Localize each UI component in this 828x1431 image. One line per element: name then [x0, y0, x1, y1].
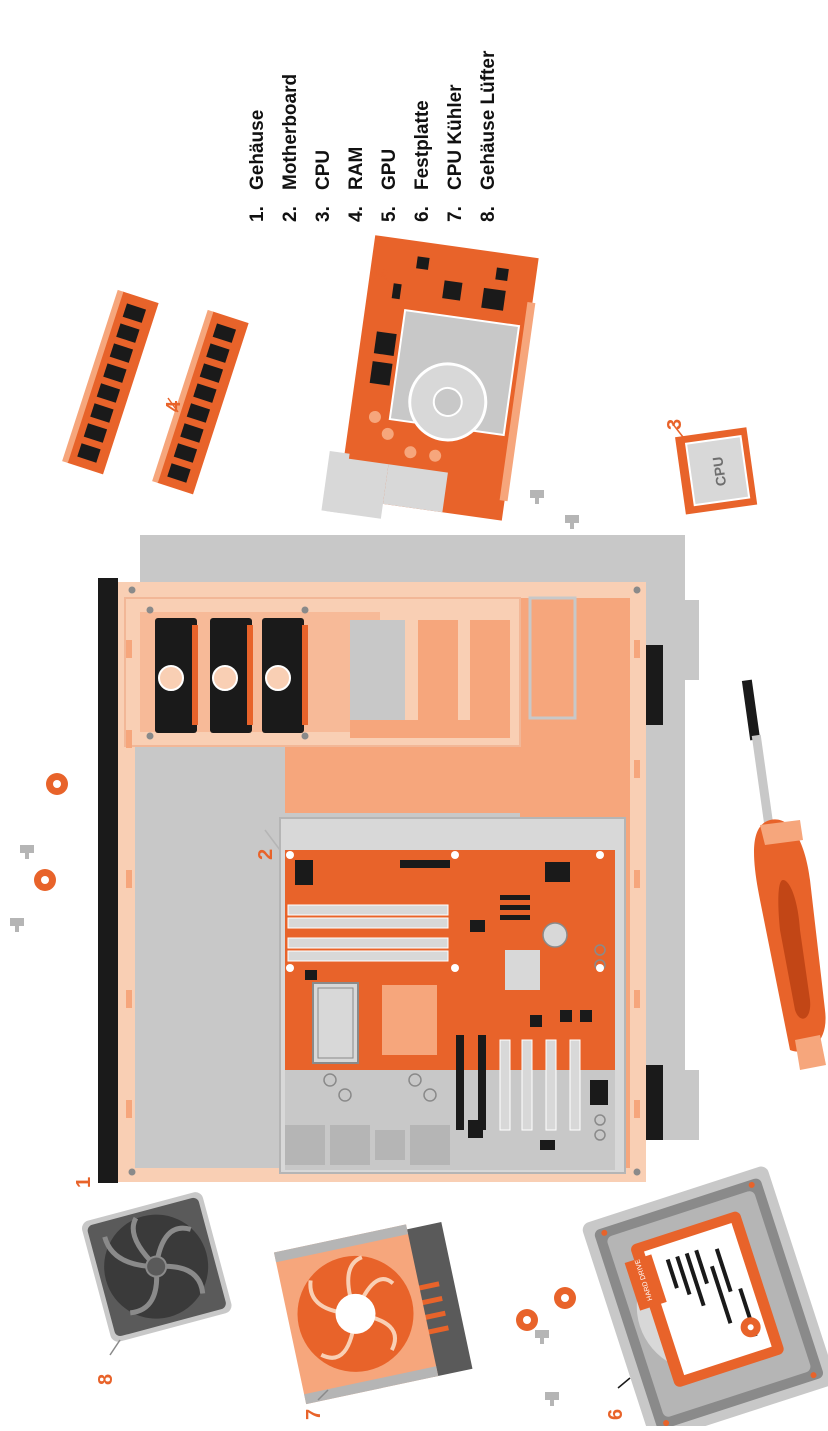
- case-top-bar: [98, 578, 118, 1183]
- legend-item-3: 3.CPU: [313, 150, 335, 222]
- legend-item-8: 8.Gehäuse Lüfter: [478, 51, 500, 222]
- legend-number: 1.: [247, 190, 269, 222]
- legend-number: 5.: [379, 190, 401, 222]
- callout-ram: 4: [163, 401, 186, 412]
- legend-item-7: 7.CPU Kühler: [445, 84, 467, 222]
- legend-number: 8.: [478, 190, 500, 222]
- legend-number: 4.: [346, 190, 368, 222]
- case-fan: [80, 1190, 233, 1343]
- legend-item-2: 2.Motherboard: [280, 74, 302, 222]
- legend-item-4: 4.RAM: [346, 147, 368, 222]
- ram-sticks: [62, 290, 249, 494]
- gpu: [321, 233, 541, 536]
- legend-label: Gehäuse Lüfter: [478, 51, 499, 190]
- legend-item-5: 5.GPU: [379, 149, 401, 222]
- callout-cooler: 7: [303, 1409, 326, 1420]
- callout-case: 1: [73, 1177, 96, 1188]
- motherboard: [265, 818, 625, 1173]
- callout-motherboard: 2: [255, 849, 278, 860]
- callout-fan: 8: [95, 1374, 118, 1385]
- legend-label: Gehäuse: [247, 110, 268, 190]
- callout-cpu: 3: [664, 419, 687, 430]
- legend-label: Festplatte: [412, 100, 433, 190]
- case-foot: [645, 645, 663, 725]
- cpu-cooler: [274, 1217, 473, 1404]
- legend-label: CPU: [313, 150, 334, 190]
- legend-number: 6.: [412, 190, 434, 222]
- hard-drive: HARD DRIVE: [581, 1164, 828, 1426]
- case-foot: [645, 1065, 663, 1140]
- legend-label: GPU: [379, 149, 400, 190]
- legend-label: CPU Kühler: [445, 84, 466, 190]
- legend-number: 2.: [280, 190, 302, 222]
- legend-label: Motherboard: [280, 74, 301, 190]
- callout-gpu: 5: [371, 269, 394, 280]
- legend-number: 7.: [445, 190, 467, 222]
- callout-hdd: 6: [605, 1409, 628, 1420]
- legend-number: 3.: [313, 190, 335, 222]
- legend-item-1: 1.Gehäuse: [247, 110, 269, 222]
- screwdriver: [742, 680, 826, 1070]
- cpu: CPU: [675, 427, 757, 514]
- legend-label: RAM: [346, 147, 367, 190]
- legend-item-6: 6.Festplatte: [412, 100, 434, 222]
